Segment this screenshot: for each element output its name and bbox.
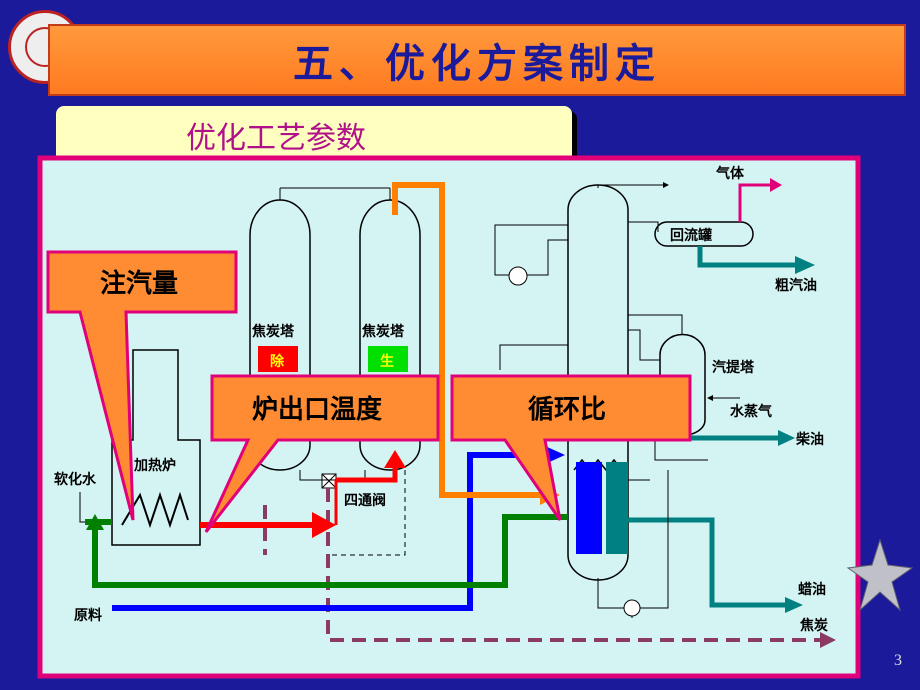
callout-recycle-ratio-text: 循环比 xyxy=(528,395,606,425)
diagram-panel xyxy=(37,155,861,679)
coke-tower-1 xyxy=(249,187,390,471)
furnace-label: 加热炉 xyxy=(133,457,176,474)
callout-furnace-outlet-temp-text: 炉出口温度 xyxy=(252,394,382,425)
diesel-label: 柴油 xyxy=(795,431,824,448)
steam-label: 水蒸气 xyxy=(730,403,772,420)
feed-label: 原料 xyxy=(74,607,102,624)
gas-label: 气体 xyxy=(715,165,745,182)
star-icon xyxy=(846,538,914,612)
coke-tower-2-label: 焦炭塔 xyxy=(361,323,405,340)
crude-gasoline-label: 粗汽油 xyxy=(775,277,817,294)
coke-label: 焦炭 xyxy=(799,617,828,634)
callout-steam-injection xyxy=(46,250,238,521)
fractionator xyxy=(567,184,629,581)
title-bar: 五、优化方案制定 xyxy=(48,24,906,96)
callout-steam-injection-text: 注汽量 xyxy=(100,268,178,299)
badge-remove-text: 除 xyxy=(270,353,285,370)
reflux-pump-icon xyxy=(508,266,528,286)
reflux-drum-label: 回流罐 xyxy=(670,227,712,244)
coke-tower-1-label: 焦炭塔 xyxy=(251,323,295,340)
badge-produce-text: 生 xyxy=(380,353,394,370)
soft-water-label: 软化水 xyxy=(54,471,97,488)
slide-title: 五、优化方案制定 xyxy=(293,41,661,87)
coke-tower-2 xyxy=(359,188,421,471)
four-way-valve-label: 四通阀 xyxy=(344,492,386,509)
badge-remove xyxy=(258,346,298,372)
slide-subtitle: 优化工艺参数 xyxy=(186,121,366,156)
stripper-label: 汽提塔 xyxy=(712,359,755,376)
badge-produce xyxy=(368,346,408,372)
subtitle-box: 优化工艺参数 xyxy=(56,106,572,164)
callout-recycle-ratio xyxy=(450,374,692,521)
wax-oil-label: 蜡油 xyxy=(798,581,826,598)
page-number: 3 xyxy=(894,652,902,669)
bottom-pump-icon xyxy=(623,599,641,617)
reflux-drum xyxy=(654,221,754,247)
callout-furnace-outlet-temp xyxy=(204,374,440,533)
